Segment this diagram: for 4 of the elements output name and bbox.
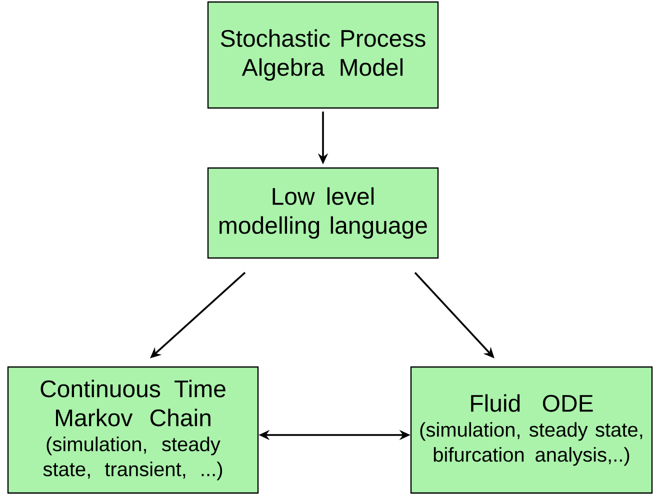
process-box: Fluid ODE (simulation, steady state, bifurcation analysis,..) [410, 366, 653, 494]
process-box: Low level modelling language [207, 167, 439, 259]
process-box: Stochastic Process Algebra Model [207, 1, 439, 109]
process-box: Continuous Time Markov Chain (simulation, steady state, transient, ...) [7, 366, 259, 494]
